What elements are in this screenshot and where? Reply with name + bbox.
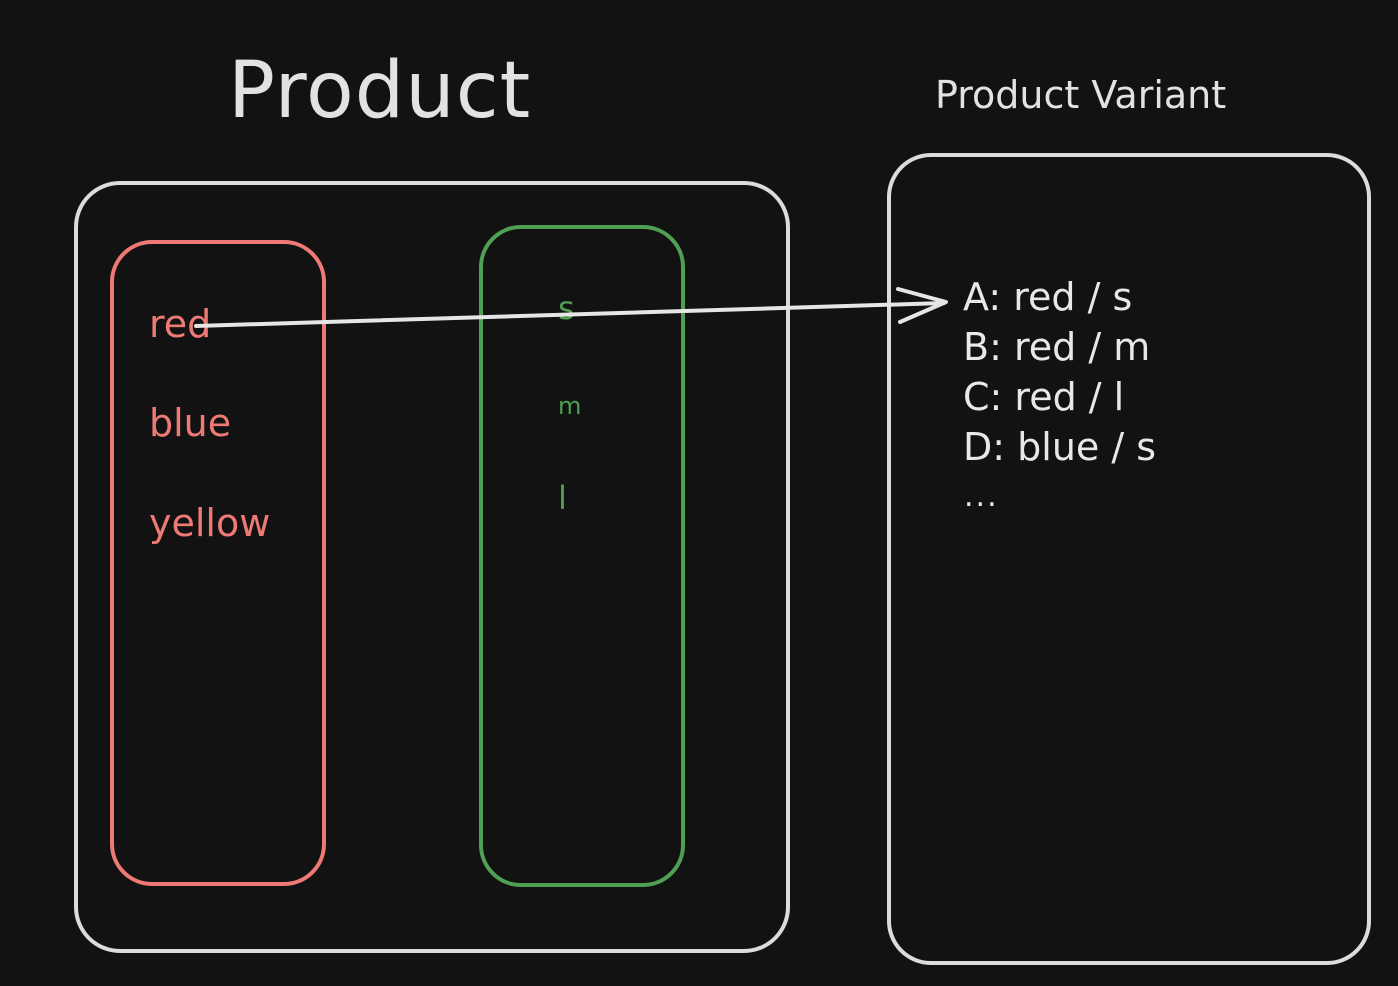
variant-list: A: red / s B: red / m C: red / l D: blue… (963, 277, 1156, 477)
variant-item: B: red / m (963, 325, 1151, 369)
product-box (74, 181, 790, 953)
color-option-blue: blue (149, 401, 232, 445)
color-options-box (110, 240, 326, 886)
variant-item: A: red / s (963, 275, 1133, 319)
variant-item: D: blue / s (963, 425, 1157, 469)
variant-more: ... (964, 479, 999, 514)
size-options-box (479, 225, 685, 887)
color-option-yellow: yellow (149, 501, 271, 545)
size-option-s: s (558, 289, 575, 327)
size-option-m: m (558, 392, 582, 420)
product-title: Product (228, 46, 532, 136)
color-option-red: red (149, 302, 212, 346)
product-variant-box (887, 153, 1371, 965)
variant-item: C: red / l (963, 375, 1125, 419)
size-option-l: l (558, 479, 567, 517)
product-variant-title: Product Variant (935, 73, 1227, 117)
